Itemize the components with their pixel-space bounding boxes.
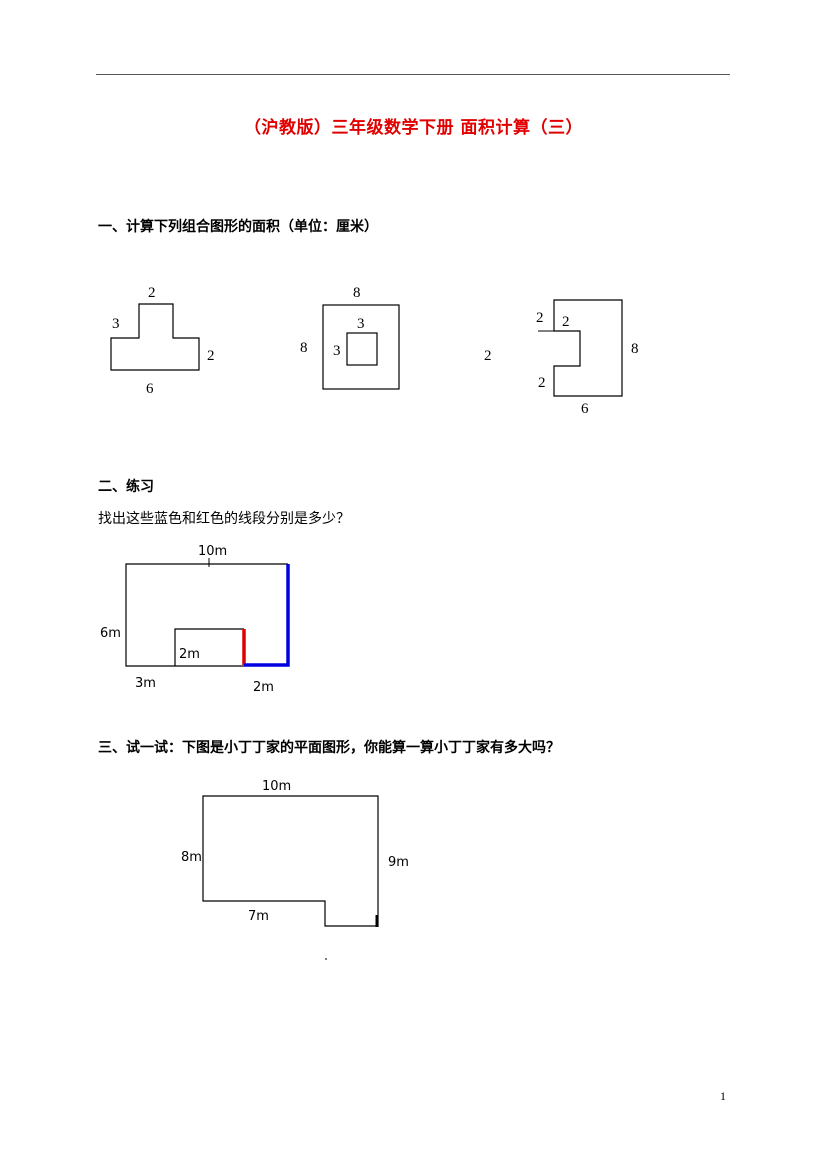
section3-left-label: 8m [181,850,202,865]
figure3-notch-top-left-label: 2 [536,310,544,326]
figure3-notched-rect: 2 2 2 2 8 6 [484,299,639,417]
figure2-square-frame: 8 8 3 3 [300,285,400,390]
section2-figure: 10m 6m 2m 3m 2m [100,544,290,695]
section3-figure: 10m 8m 9m 7m [181,779,409,960]
figure1-bottom-label: 6 [146,381,154,397]
section2-left-label: 6m [100,626,121,641]
figure2-outer-top-label: 8 [353,285,361,301]
section3-bottom-label: 7m [248,909,269,924]
section2-heading: 二、练习 [98,479,154,495]
page-number: 1 [720,1089,726,1103]
section1-figures: 2 3 2 6 8 8 3 3 2 2 2 2 8 6 [110,285,639,417]
section2-notch-label: 2m [179,647,200,662]
section3-heading: 三、试一试：下图是小丁丁家的平面图形，你能算一算小丁丁家有多大吗？ [98,740,560,756]
blue-segment [244,564,290,667]
section2-bottom-left-label: 3m [135,676,156,691]
section2-question: 找出这些蓝色和红色的线段分别是多少？ [98,511,350,527]
section1-heading: 一、计算下列组合图形的面积（单位：厘米） [98,219,378,235]
figure1-left-label: 3 [112,316,120,332]
figure2-inner-left-label: 3 [333,343,341,359]
section3-right-label: 9m [388,855,409,870]
figure3-notch-bottom-left-label: 2 [538,375,546,391]
figure2-inner-top-label: 3 [357,316,365,332]
figure3-notch-top-right-label: 2 [562,314,570,330]
section3-top-label: 10m [262,779,291,794]
section2-top-label: 10m [198,544,227,559]
section2-bottom-right-label: 2m [253,680,274,695]
figure3-bottom-label: 6 [581,401,589,417]
figure1-top-label: 2 [148,285,156,301]
figure1-t-shape: 2 3 2 6 [110,285,215,397]
figure3-right-label: 8 [631,341,639,357]
figure3-left-mid-label: 2 [484,348,492,364]
page-title: （沪教版）三年级数学下册 面积计算（三） [244,118,583,138]
header-rule [96,74,730,75]
figure2-outer-left-label: 8 [300,340,308,356]
figure1-right-label: 2 [207,348,215,364]
